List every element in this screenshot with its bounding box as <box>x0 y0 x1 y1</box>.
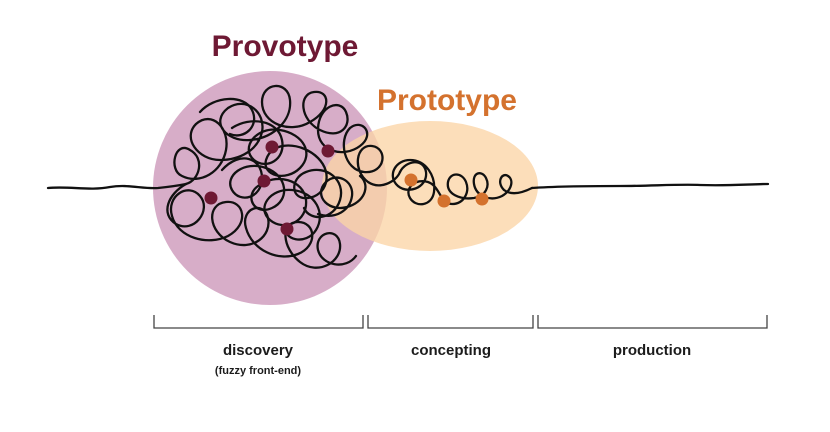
provotype-dot <box>204 191 218 205</box>
provotype-dot <box>280 222 294 236</box>
provotype-dot <box>265 140 279 154</box>
provotype-label: Provotype <box>212 30 359 63</box>
bracket-production <box>537 315 768 329</box>
provotype-dot <box>321 144 335 158</box>
phase-sublabel-discovery: (fuzzy front-end) <box>215 365 301 377</box>
prototype-label: Prototype <box>377 84 517 117</box>
provotype-dots <box>204 140 335 236</box>
prototype-dot <box>475 192 489 206</box>
prototype-ellipse <box>322 121 538 251</box>
prototype-dots <box>404 173 489 208</box>
process-scribble <box>46 84 770 269</box>
phase-brackets <box>153 315 768 329</box>
phase-label-discovery: discovery <box>223 342 294 359</box>
provotype-dot <box>257 174 271 188</box>
prototype-dot <box>437 194 451 208</box>
bracket-discovery <box>153 315 364 329</box>
provotype-circle <box>153 71 387 305</box>
phase-label-concepting: concepting <box>411 342 491 359</box>
bracket-concepting <box>367 315 534 329</box>
phase-label-production: production <box>613 342 691 359</box>
prototype-dot <box>404 173 418 187</box>
